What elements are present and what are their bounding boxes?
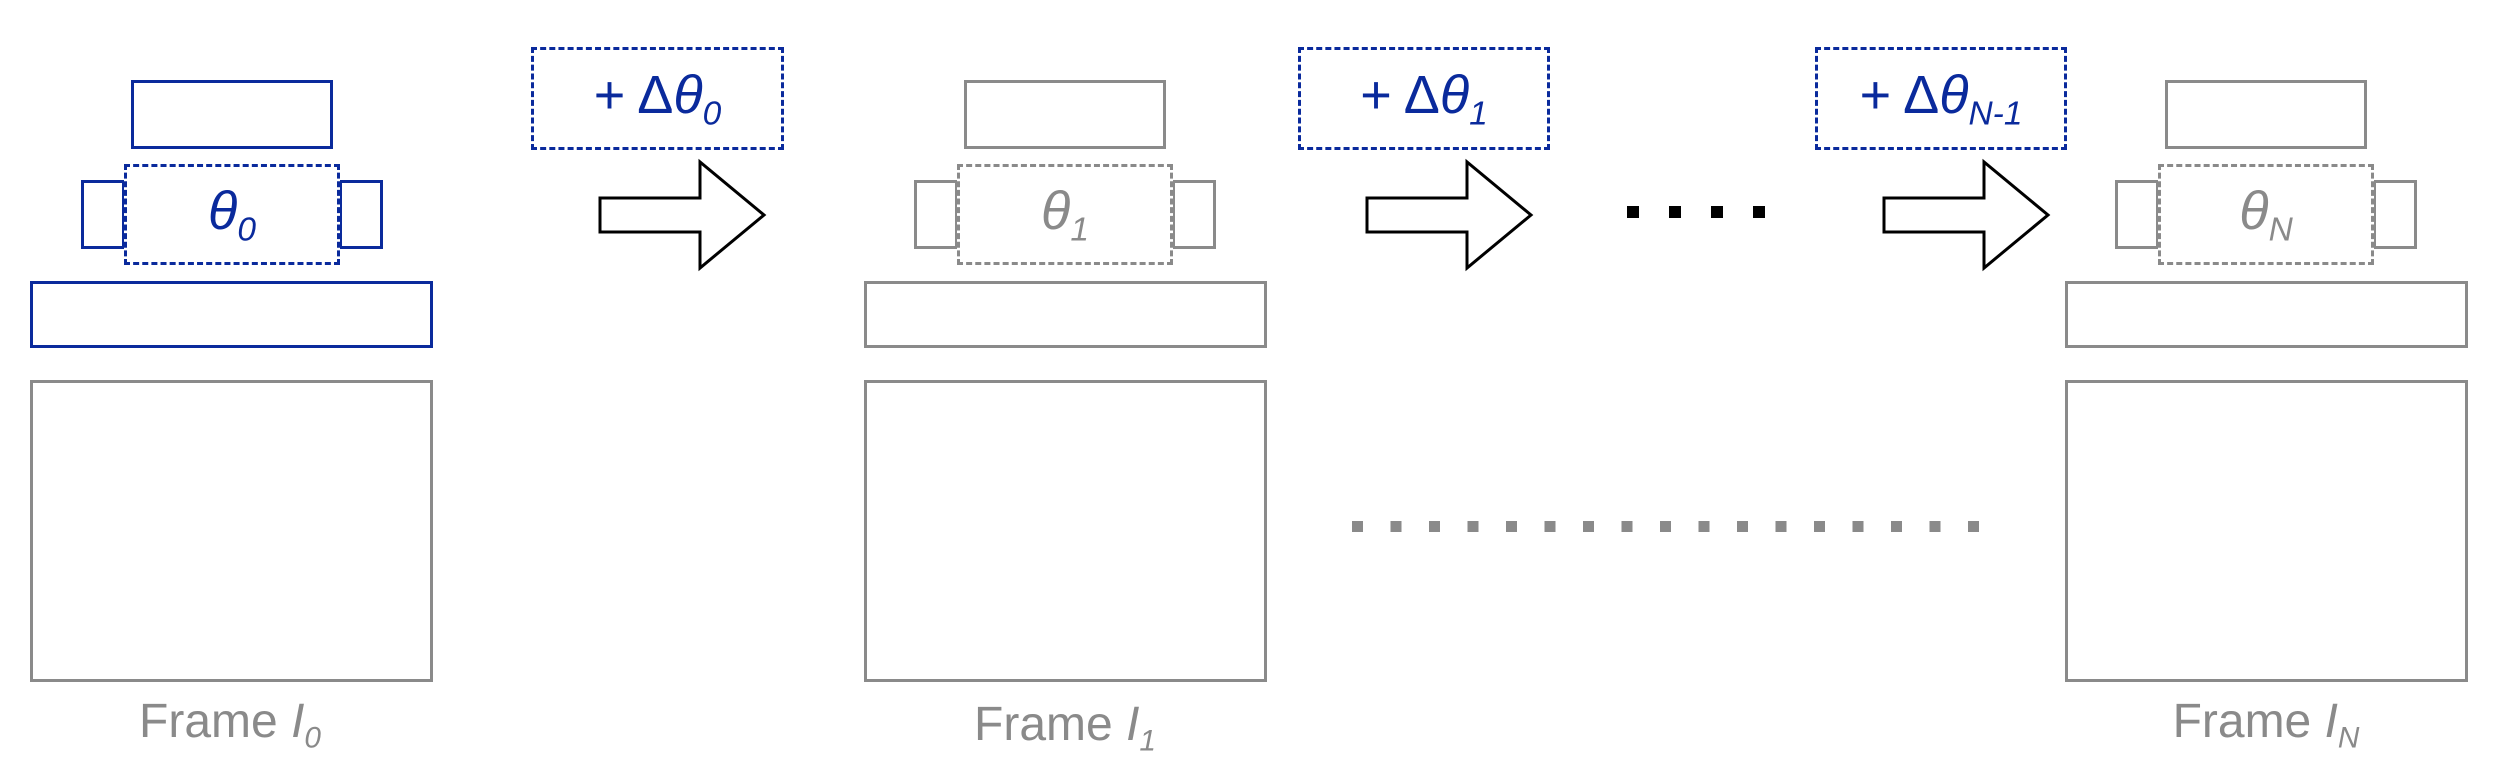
delta-theta-1-box: + Δθ1 <box>1298 47 1550 150</box>
frame-n-base-block <box>2065 281 2468 348</box>
frame-0-top-block <box>131 80 333 149</box>
frame-0-theta-box: θ0 <box>124 164 340 265</box>
ellipsis-dot <box>1968 521 1979 532</box>
frame-n-right-tab <box>2373 180 2417 249</box>
ellipsis-dot <box>1737 521 1748 532</box>
frame-0-right-tab <box>339 180 383 249</box>
ellipsis-dot <box>1814 521 1825 532</box>
frame-n-theta-label: θN <box>2239 180 2293 249</box>
frame-1-base-block <box>864 281 1267 348</box>
arrow-right-icon <box>1365 158 1534 272</box>
delta-theta-1-label: + Δθ1 <box>1360 64 1488 133</box>
arrow-right-icon <box>1882 158 2051 272</box>
ellipsis-dot <box>1390 521 1402 532</box>
frame-0-theta-label: θ0 <box>208 180 256 249</box>
ellipsis-dot <box>1929 521 1941 532</box>
frame-n-top-block <box>2165 80 2367 149</box>
arrow-right-icon <box>598 158 767 272</box>
frame-0-base-block <box>30 281 433 348</box>
frame-1-label: Frame I1 <box>974 698 1156 758</box>
frame-1-theta-label: θ1 <box>1041 180 1089 249</box>
frame-0-image <box>30 380 433 682</box>
frame-1-image <box>864 380 1267 682</box>
ellipsis-dot <box>1698 521 1710 532</box>
ellipsis-dot <box>1891 521 1902 532</box>
delta-theta-n-minus-1-label: + ΔθN-1 <box>1859 64 2023 133</box>
ellipsis-dot <box>1669 206 1681 218</box>
ellipsis-dot <box>1711 206 1723 218</box>
delta-theta-0-box: + Δθ0 <box>531 47 784 150</box>
ellipsis-dot <box>1467 521 1479 532</box>
frame-n-theta-box: θN <box>2158 164 2374 265</box>
ellipsis-dot <box>1852 521 1864 532</box>
ellipsis-dots-top <box>1627 206 1765 218</box>
frame-0-label: Frame I0 <box>139 695 321 755</box>
frame-n-left-tab <box>2115 180 2159 249</box>
ellipsis-dot <box>1627 206 1639 218</box>
frame-n-image <box>2065 380 2468 682</box>
delta-theta-0-label: + Δθ0 <box>593 64 722 133</box>
ellipsis-dot <box>1621 521 1633 532</box>
frame-1-right-tab <box>1172 180 1216 249</box>
ellipsis-dot <box>1753 206 1765 218</box>
ellipsis-dot <box>1352 521 1363 532</box>
frame-1-theta-box: θ1 <box>957 164 1173 265</box>
frame-1-top-block <box>964 80 1166 149</box>
ellipsis-dots-bottom <box>1352 521 1979 532</box>
ellipsis-dot <box>1583 521 1594 532</box>
ellipsis-dot <box>1544 521 1556 532</box>
ellipsis-dot <box>1660 521 1671 532</box>
ellipsis-dot <box>1775 521 1787 532</box>
frame-1-left-tab <box>914 180 958 249</box>
frame-0-left-tab <box>81 180 125 249</box>
delta-theta-n-minus-1-box: + ΔθN-1 <box>1815 47 2067 150</box>
ellipsis-dot <box>1506 521 1517 532</box>
frame-n-label: Frame IN <box>2172 695 2360 755</box>
ellipsis-dot <box>1429 521 1440 532</box>
